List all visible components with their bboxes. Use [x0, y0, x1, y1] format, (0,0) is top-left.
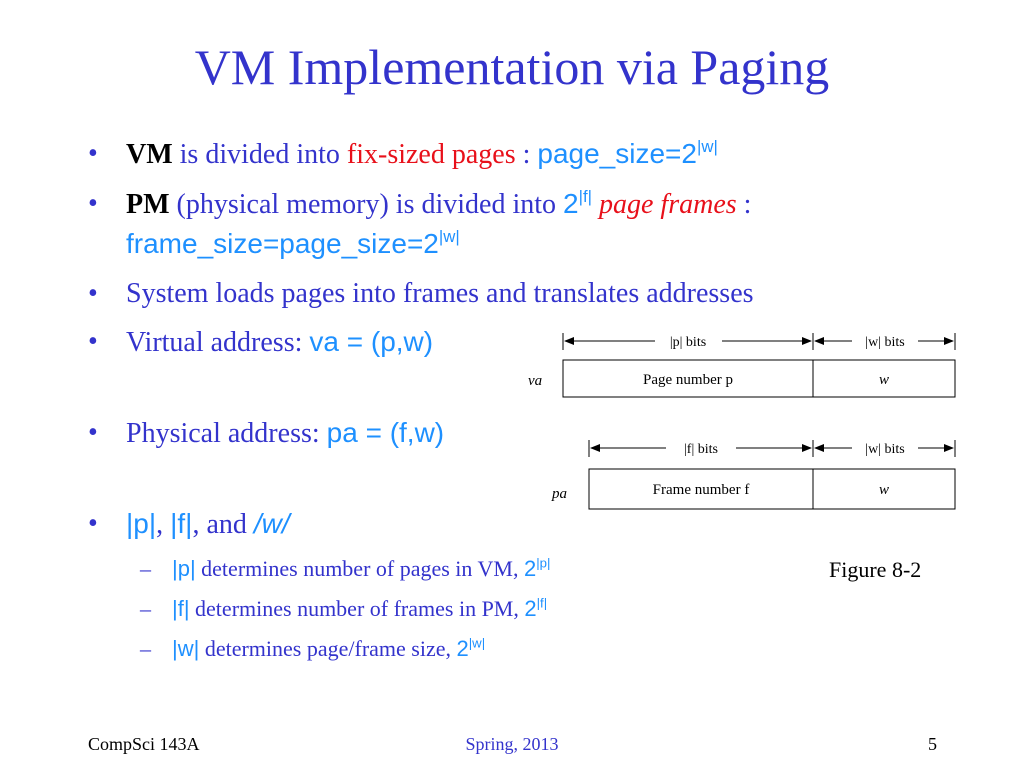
frame-size-formula: frame_size=page_size=2|w| — [126, 227, 460, 259]
va-p-bits-label: |p| bits — [670, 335, 706, 350]
bullet-marker: • — [88, 138, 98, 169]
va-page-number-text: Page number p — [643, 372, 733, 388]
footer-course: CompSci 143A — [88, 734, 200, 754]
bullet-text: PM (physical memory) is divided into 2|f… — [126, 187, 752, 220]
pa-w-text: w — [879, 482, 889, 498]
footer-page-number: 5 — [928, 734, 937, 754]
bullet-text: |p|, |f|, and /w/ — [126, 508, 290, 540]
pa-w-box — [812, 468, 956, 510]
pa-frame-number-text: Frame number f — [653, 482, 750, 498]
bullet-marker: • — [88, 508, 98, 539]
sub-bullet-marker: – — [140, 596, 151, 621]
pa-w-bits-label: |w| bits — [865, 442, 904, 457]
sub-bullet-marker: – — [140, 636, 151, 661]
bullet-marker: • — [88, 278, 98, 309]
va-w-text: w — [879, 372, 889, 388]
bullet-marker: • — [88, 188, 98, 219]
va-w-box — [812, 359, 956, 398]
slide-title: VM Implementation via Paging — [194, 39, 830, 95]
bullet-text: VM is divided into fix-sized pages : pag… — [126, 137, 718, 170]
pa-frame-number-box — [588, 468, 814, 510]
sub-bullet-text: |w| determines page/frame size, 2|w| — [172, 635, 486, 661]
va-dimension-lines — [562, 333, 956, 350]
bullet-text: Virtual address: va = (p,w) — [126, 326, 434, 358]
footer-term: Spring, 2013 — [465, 734, 559, 754]
figure-caption: Figure 8-2 — [829, 557, 922, 582]
bullet-marker: • — [88, 326, 98, 357]
pa-dimension-lines — [588, 440, 956, 457]
bullet-marker: • — [88, 417, 98, 448]
bullet-text: Physical address: pa = (f,w) — [126, 417, 445, 449]
address-format-figure: |p| bits |w| bits va Page number p w |f|… — [528, 333, 956, 510]
va-label: va — [528, 373, 542, 389]
va-w-bits-label: |w| bits — [865, 335, 904, 350]
sub-bullet-marker: – — [140, 556, 151, 581]
sub-bullet-text: |p| determines number of pages in VM, 2|… — [172, 555, 551, 581]
sub-bullet-text: |f| determines number of frames in PM, 2… — [172, 595, 548, 621]
pa-f-bits-label: |f| bits — [684, 442, 718, 457]
bullet-text: System loads pages into frames and trans… — [126, 278, 754, 309]
pa-label: pa — [551, 486, 567, 502]
